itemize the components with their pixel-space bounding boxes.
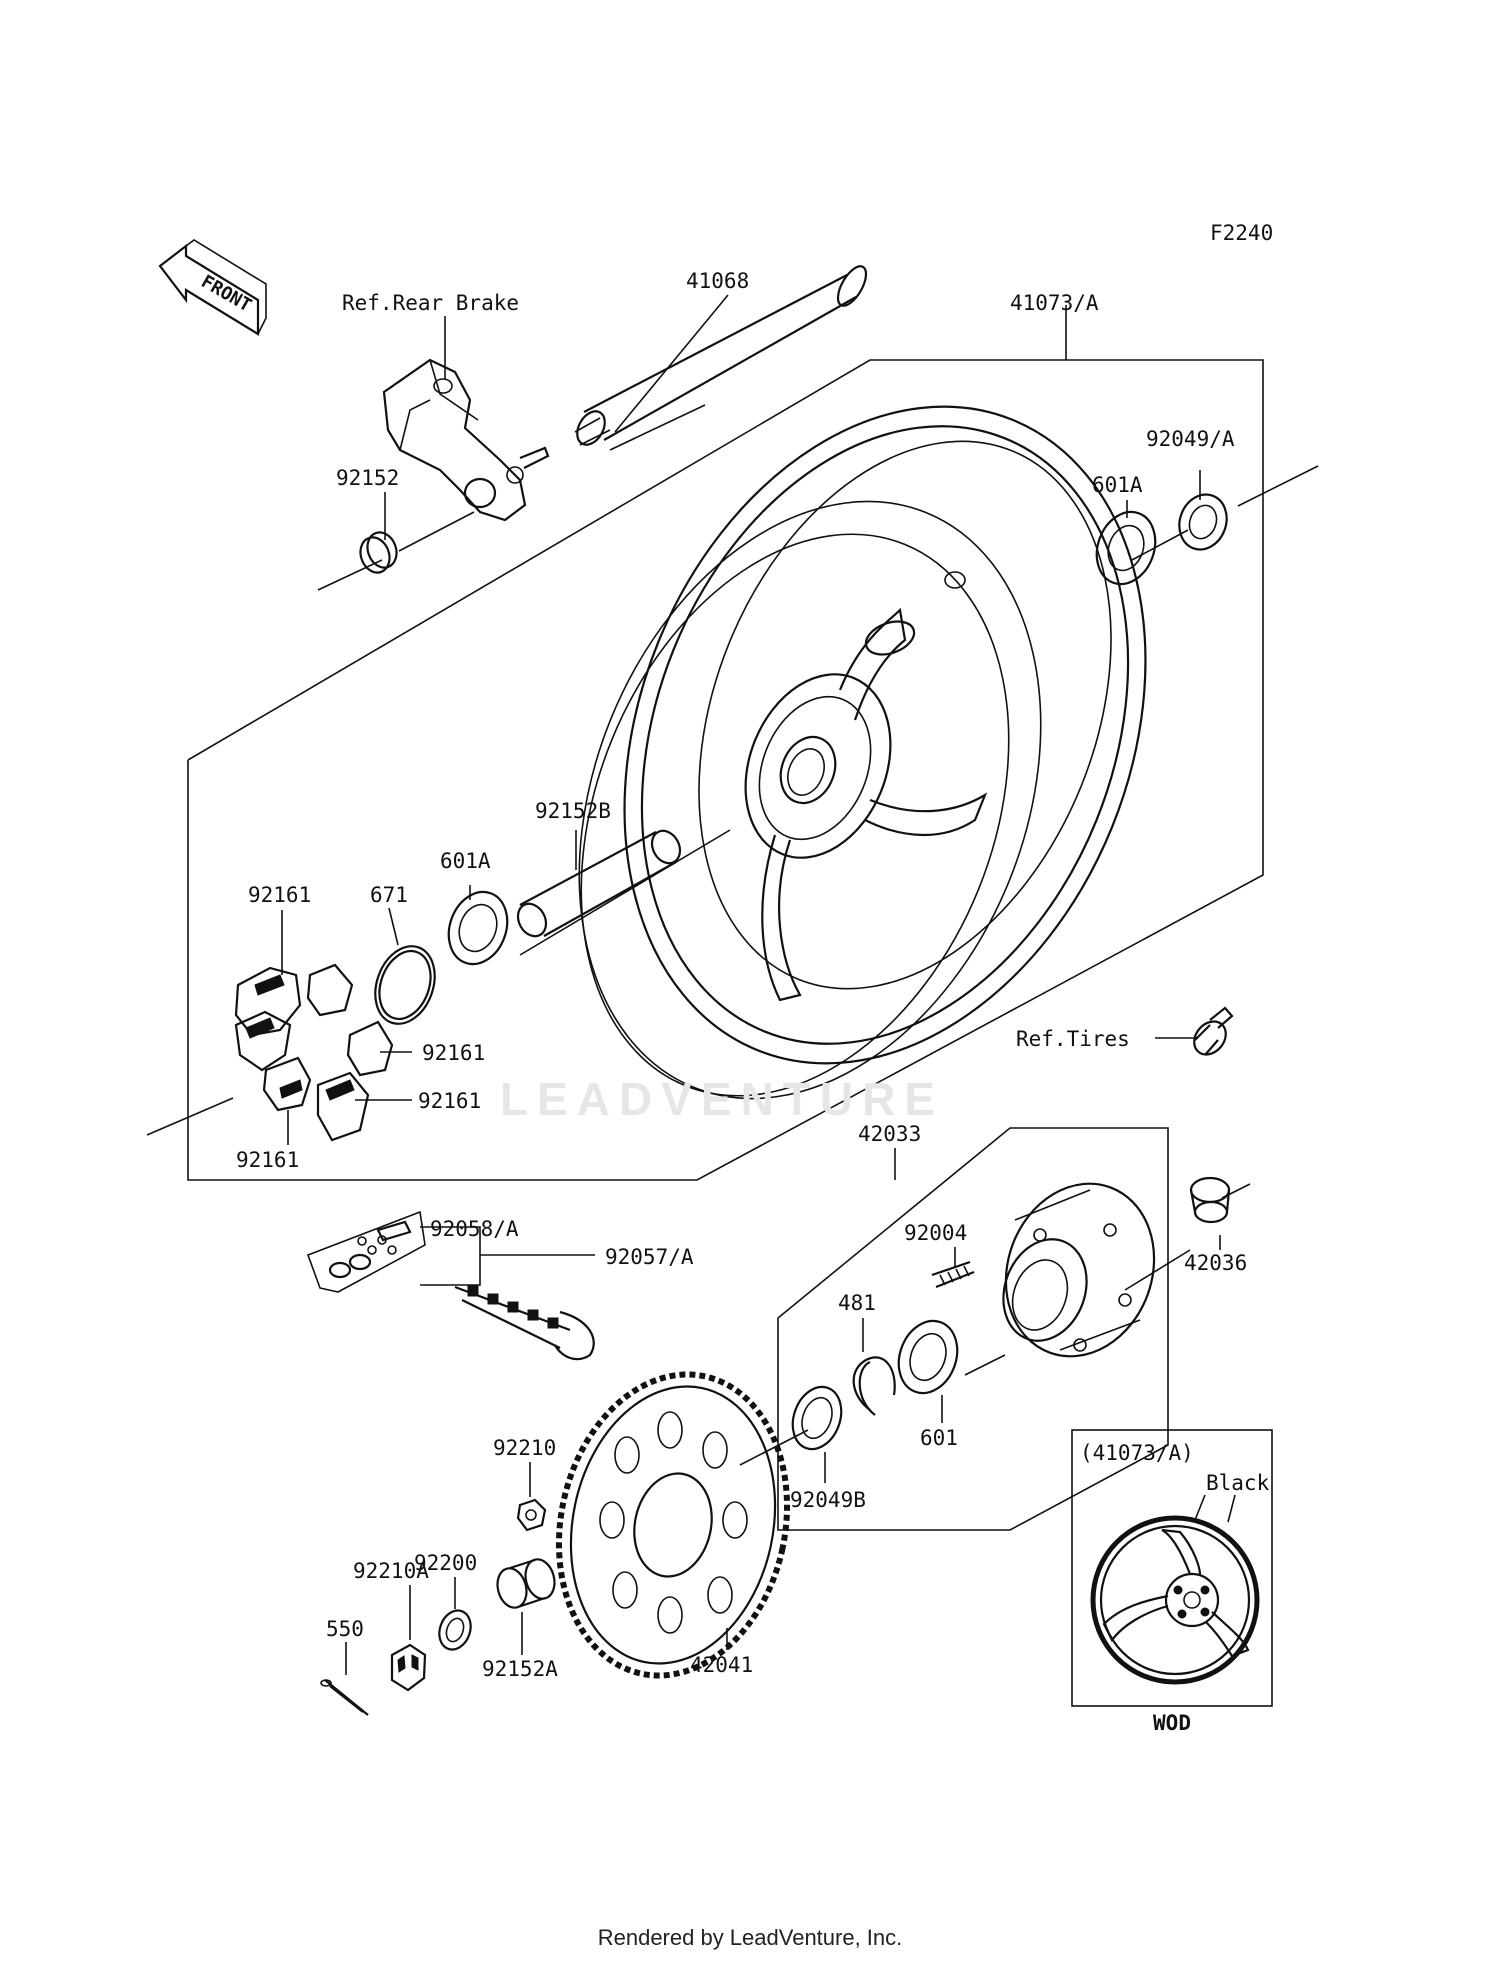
label-92049b: 92049B xyxy=(790,1488,866,1512)
part-42041-sprocket xyxy=(555,1371,791,1679)
axis-line-top xyxy=(317,404,1319,591)
part-92004-stud xyxy=(931,1260,975,1289)
label-92161-right-upper: 92161 xyxy=(422,1041,485,1065)
front-label: FRONT xyxy=(198,271,256,316)
part-42036-collar xyxy=(1189,1176,1231,1224)
part-92057a-chain xyxy=(454,1285,595,1361)
part-42033-sprocket-hub xyxy=(1002,1182,1156,1358)
label-92161-bottom: 92161 xyxy=(236,1148,299,1172)
part-671-o-ring xyxy=(374,945,436,1025)
part-92058a-master-link xyxy=(306,1210,426,1293)
label-41068: 41068 xyxy=(686,269,749,293)
front-arrow-icon: FRONT xyxy=(158,239,267,336)
inset-code: WOD xyxy=(1153,1711,1191,1735)
label-92200: 92200 xyxy=(414,1551,477,1575)
part-92210-nut xyxy=(516,1498,547,1532)
figure-code: F2240 xyxy=(1210,221,1273,245)
part-601-bearing xyxy=(897,1319,959,1395)
label-92210: 92210 xyxy=(493,1436,556,1460)
label-481: 481 xyxy=(838,1291,876,1315)
part-92049b-seal xyxy=(791,1385,843,1451)
rear-wheel xyxy=(578,405,1147,1100)
label-601: 601 xyxy=(920,1426,958,1450)
leader-lines xyxy=(281,294,1221,1675)
label-92004: 92004 xyxy=(904,1221,967,1245)
label-92161-top: 92161 xyxy=(248,883,311,907)
label-92152: 92152 xyxy=(336,466,399,490)
part-550-cotter-pin xyxy=(320,1679,369,1716)
label-92161-right-lower: 92161 xyxy=(418,1089,481,1113)
part-481-circlip xyxy=(852,1356,896,1416)
label-92152b: 92152B xyxy=(535,799,611,823)
tire-valve-icon xyxy=(1193,1006,1234,1056)
label-92152a: 92152A xyxy=(482,1657,558,1681)
label-ref-tires: Ref.Tires xyxy=(1016,1027,1130,1051)
label-550: 550 xyxy=(326,1617,364,1641)
part-92049a-seal xyxy=(1178,493,1228,551)
label-42036: 42036 xyxy=(1184,1251,1247,1275)
label-92057a: 92057/A xyxy=(605,1245,694,1269)
watermark-text: LEADVENTURE xyxy=(500,1073,944,1125)
label-92049a: 92049/A xyxy=(1146,427,1235,451)
label-ref-rear-brake: Ref.Rear Brake xyxy=(342,291,519,315)
part-601a-bearing-mid xyxy=(447,890,509,966)
part-601a-bearing-top xyxy=(1095,510,1157,586)
part-92152a-collar xyxy=(496,1558,556,1609)
label-601a-mid: 601A xyxy=(440,849,491,873)
part-92161-dampers xyxy=(234,963,394,1142)
label-601a-top: 601A xyxy=(1092,473,1143,497)
rear-brake-bracket xyxy=(382,358,550,522)
part-92200-washer xyxy=(438,1609,472,1651)
inset-wheel-icon xyxy=(1090,1515,1260,1685)
label-92210a: 92210A xyxy=(353,1559,429,1583)
part-92152b-spacer xyxy=(516,829,682,938)
hub-group-frame xyxy=(777,1127,1169,1531)
wheel-group-frame xyxy=(187,359,1264,1181)
axis-line-hub xyxy=(739,1183,1251,1466)
inset-wheel-variant: (41073/A) Black WOD xyxy=(1071,1429,1273,1735)
inset-color-label: Black xyxy=(1206,1471,1270,1495)
label-42033: 42033 xyxy=(858,1122,921,1146)
label-671: 671 xyxy=(370,883,408,907)
part-92152-collar xyxy=(359,531,398,574)
part-92210a-castle-nut xyxy=(390,1643,427,1692)
footer-credit: Rendered by LeadVenture, Inc. xyxy=(597,1925,903,1950)
axis-line-bottom xyxy=(146,829,731,1136)
label-41073a: 41073/A xyxy=(1010,291,1099,315)
label-42041: 42041 xyxy=(690,1653,753,1677)
inset-title: (41073/A) xyxy=(1080,1441,1194,1465)
label-92058a: 92058/A xyxy=(430,1217,519,1241)
part-41068-axle xyxy=(574,265,868,446)
